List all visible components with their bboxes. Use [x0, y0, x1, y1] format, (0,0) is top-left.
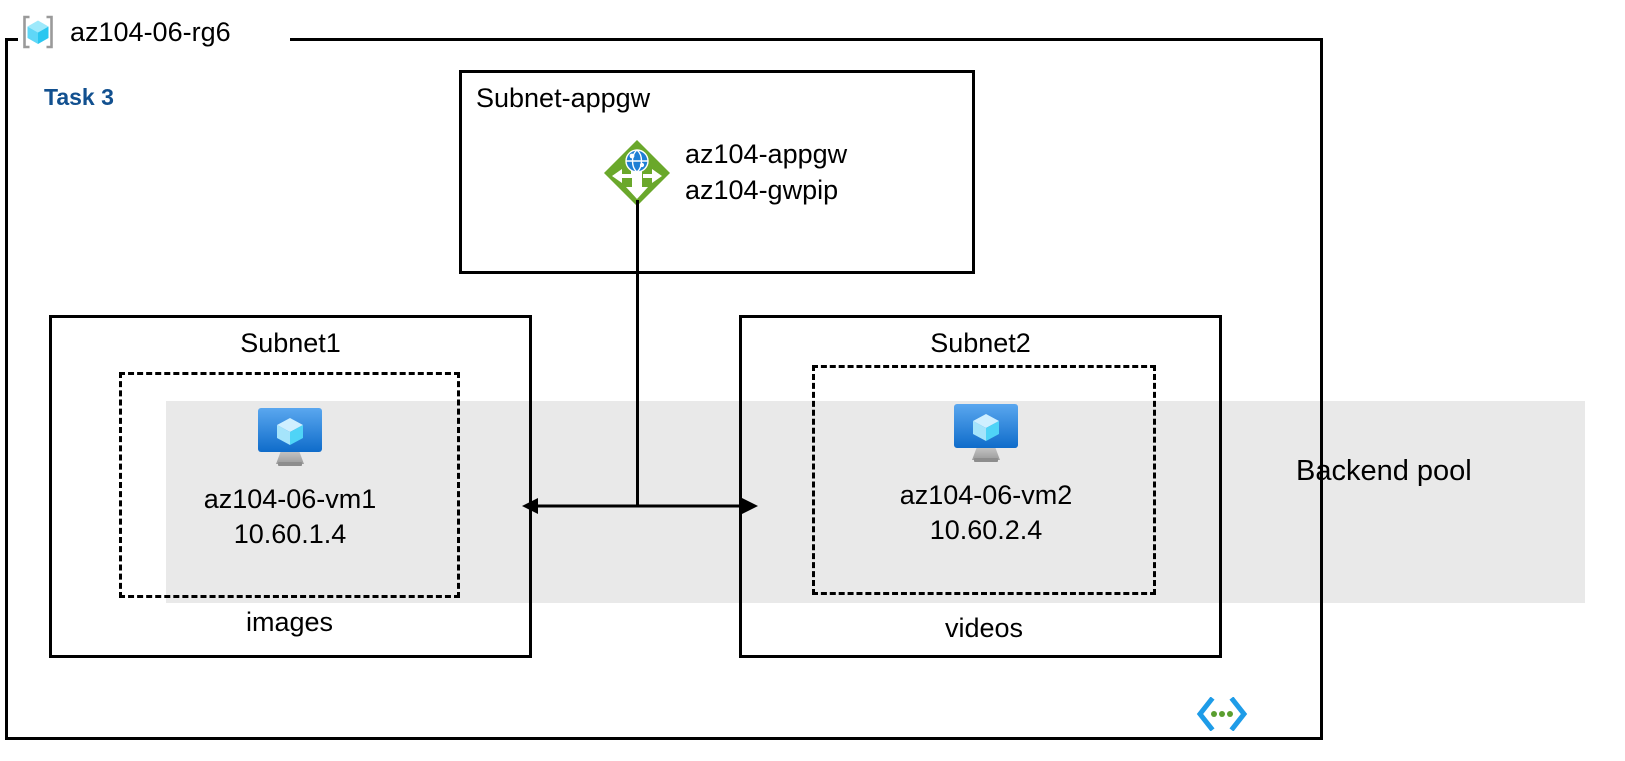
virtual-machine-icon	[948, 400, 1024, 466]
vm2-node: az104-06-vm2 10.60.2.4	[862, 400, 1110, 547]
subnet-appgw-title: Subnet-appgw	[476, 83, 651, 113]
subnet2-caption: videos	[944, 613, 1024, 643]
resource-group-icon	[18, 12, 58, 52]
resource-group-header: az104-06-rg6	[18, 8, 231, 56]
vm2-ip: 10.60.2.4	[929, 514, 1043, 545]
subnet1-nic-boundary	[119, 372, 460, 598]
vm1-ip: 10.60.1.4	[233, 518, 347, 549]
application-gateway-labels: az104-appgw az104-gwpip	[685, 137, 847, 208]
code-brackets-icon	[1196, 696, 1248, 732]
application-gateway-icon	[601, 137, 673, 209]
vm1-name: az104-06-vm1	[203, 484, 377, 514]
resource-group-box	[5, 38, 1323, 740]
backend-pool-band	[166, 401, 1585, 603]
subnet1-title: Subnet1	[240, 328, 341, 358]
subnet2-box: Subnet2	[739, 315, 1222, 658]
application-gateway-node: az104-appgw az104-gwpip	[601, 137, 847, 209]
resource-group-title-gap	[18, 20, 290, 60]
subnet1-caption: images	[245, 607, 334, 637]
subnet2-nic-boundary	[812, 365, 1156, 595]
subnet1-box: Subnet1	[49, 315, 532, 658]
vm2-labels: az104-06-vm2 10.60.2.4	[900, 478, 1073, 547]
appgw-pip-line: az104-gwpip	[685, 175, 839, 205]
appgw-name-line: az104-appgw	[685, 139, 848, 170]
vm1-labels: az104-06-vm1 10.60.1.4	[204, 482, 377, 551]
appgw-connector-line	[636, 200, 639, 506]
task-label: Task 3	[44, 84, 114, 110]
vm1-node: az104-06-vm1 10.60.1.4	[164, 404, 416, 551]
subnet2-title: Subnet2	[930, 328, 1031, 358]
resource-group-name: az104-06-rg6	[70, 16, 231, 47]
subnet-appgw-box: Subnet-appgw	[459, 70, 975, 274]
vm2-name: az104-06-vm2	[899, 480, 1073, 510]
virtual-machine-icon	[252, 404, 328, 470]
backend-pool-label: Backend pool	[1296, 455, 1472, 487]
subnet-interconnect-arrow	[522, 498, 758, 514]
